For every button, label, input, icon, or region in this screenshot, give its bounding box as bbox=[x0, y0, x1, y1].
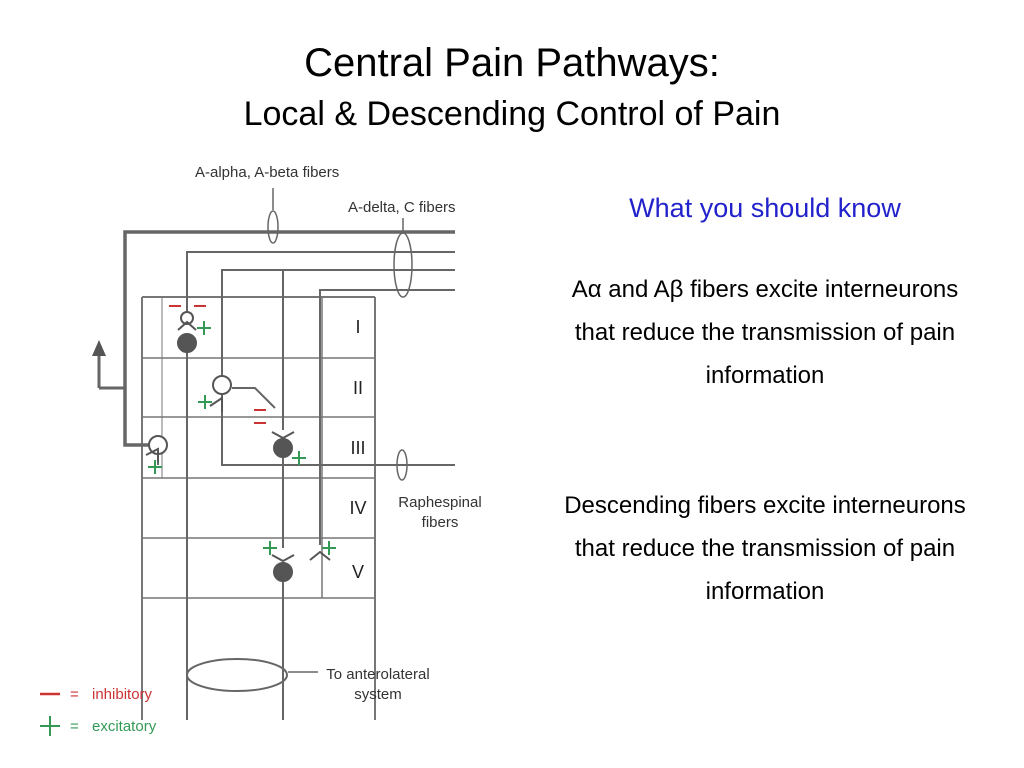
anterolateral-label-line1: To anterolateral bbox=[326, 666, 429, 683]
synapse-terminal bbox=[145, 447, 159, 462]
a-beta-fiber bbox=[186, 251, 455, 312]
synapse-terminal bbox=[271, 431, 295, 440]
interneuron-lamina-ii bbox=[212, 375, 232, 395]
projection-neuron-lamina-i bbox=[177, 333, 197, 353]
synapse-terminal bbox=[177, 320, 197, 331]
raphespinal-label-line1: Raphespinal bbox=[398, 494, 481, 511]
anterolateral-label-line2: system bbox=[354, 686, 402, 703]
what-you-should-know-heading: What you should know bbox=[629, 193, 901, 223]
excitatory-mark bbox=[263, 541, 277, 555]
synapse-terminal bbox=[271, 554, 295, 563]
fiber-lines bbox=[92, 188, 455, 720]
arrow-head bbox=[92, 340, 106, 356]
legend-excitatory-equals: = bbox=[70, 718, 79, 735]
interneuron-axon bbox=[232, 387, 276, 409]
projection-neuron-lamina-iii bbox=[273, 438, 293, 458]
lamina-label-iv: IV bbox=[349, 498, 366, 518]
legend-excitatory-symbol bbox=[40, 716, 60, 736]
excitatory-mark bbox=[198, 395, 212, 409]
legend-excitatory-label: excitatory bbox=[92, 718, 157, 735]
anterolateral-bundle bbox=[186, 658, 288, 692]
projection-neuron-lamina-v bbox=[273, 562, 293, 582]
excitatory-mark bbox=[322, 541, 336, 555]
lamina-label-ii: II bbox=[353, 378, 363, 398]
raphespinal-bundle-marker bbox=[396, 449, 408, 481]
lamina-grid bbox=[141, 296, 376, 720]
excitatory-mark bbox=[148, 460, 162, 474]
lamina-labels: I II III IV V bbox=[349, 317, 366, 582]
descending-fiber bbox=[123, 230, 455, 447]
interneuron-lamina-i bbox=[180, 311, 194, 325]
slide-subtitle: Local & Descending Control of Pain bbox=[243, 95, 781, 133]
legend-inhibitory-equals: = bbox=[70, 686, 79, 703]
descending-fibers-paragraph: Descending fibers excite interneurons th… bbox=[564, 492, 966, 605]
legend-inhibitory-label: inhibitory bbox=[92, 686, 153, 703]
excitatory-marks bbox=[148, 321, 336, 555]
excitatory-mark bbox=[197, 321, 211, 335]
slide-title: Central Pain Pathways: bbox=[304, 41, 720, 85]
lamina-label-iii: III bbox=[350, 438, 365, 458]
a-delta-bundle-marker bbox=[393, 232, 413, 298]
raphespinal-label-line2: fibers bbox=[422, 514, 459, 531]
lamina-label-v: V bbox=[352, 562, 364, 582]
neurons bbox=[145, 311, 331, 582]
a-beta-bundle-marker bbox=[267, 210, 279, 244]
c-fiber-to-lamina-v bbox=[282, 269, 455, 430]
inhibitory-marks bbox=[169, 305, 266, 424]
legend: = inhibitory = excitatory bbox=[40, 686, 157, 736]
lamina-label-i: I bbox=[355, 317, 360, 337]
a-delta-c-label: A-delta, C fibers bbox=[348, 199, 456, 216]
excitatory-mark bbox=[292, 451, 306, 465]
pain-pathway-diagram: I II III IV V bbox=[40, 164, 482, 736]
diagram-labels: A-alpha, A-beta fibers A-delta, C fibers… bbox=[195, 164, 482, 703]
raphespinal-fiber bbox=[221, 392, 455, 466]
a-delta-fiber bbox=[221, 269, 455, 375]
aa-fibers-paragraph: Aα and Aβ fibers excite interneurons tha… bbox=[571, 276, 959, 389]
c-fiber-deep bbox=[319, 289, 455, 545]
synapse-terminal bbox=[309, 550, 331, 561]
synapse-terminal bbox=[209, 396, 223, 412]
a-alpha-a-beta-label: A-alpha, A-beta fibers bbox=[195, 164, 339, 181]
